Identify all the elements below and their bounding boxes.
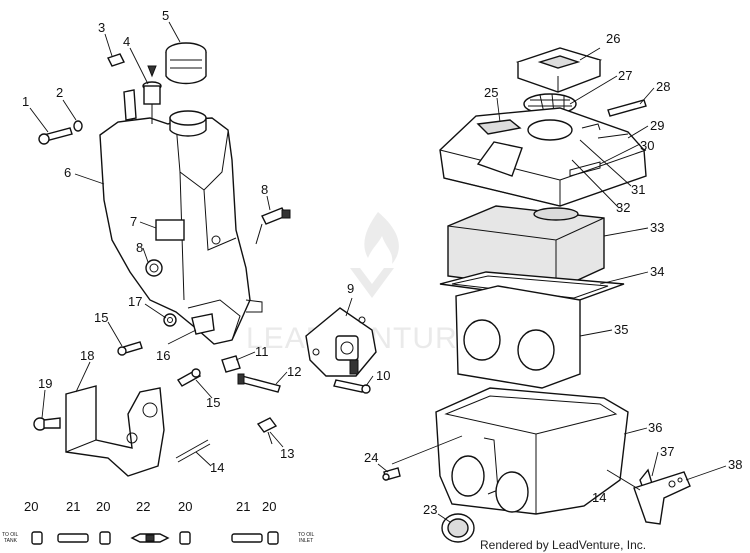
screw-15-upper: [117, 341, 143, 356]
hose-12: [237, 373, 281, 393]
tie-14-left: [175, 439, 211, 463]
callout-12: 12: [287, 364, 301, 379]
bracket-38: [633, 471, 691, 525]
label-to-oil-tank-line1: TO OIL: [2, 532, 19, 538]
bolt-and-washer: [38, 120, 83, 145]
callout-29: 29: [650, 118, 664, 133]
tank-bracket: [65, 385, 165, 477]
oil-tank: [99, 117, 263, 345]
callout-20-c: 20: [178, 499, 192, 514]
oil-gauge-stick: [142, 65, 162, 124]
callout-4: 4: [123, 34, 130, 49]
callout-17: 17: [128, 294, 142, 309]
callout-16: 16: [156, 348, 170, 363]
callout-15-lower: 15: [206, 395, 220, 410]
mount-bracket-small: [107, 53, 137, 121]
callout-20-a: 20: [24, 499, 38, 514]
callout-23: 23: [423, 502, 437, 517]
hose-parts-row: [31, 531, 279, 545]
drain-23: [441, 513, 475, 543]
callout-14-right: 14: [592, 490, 606, 505]
callout-20-b: 20: [96, 499, 110, 514]
screw-19: [33, 417, 61, 431]
callout-37: 37: [660, 444, 674, 459]
screw-10: [333, 379, 371, 394]
label-to-oil-tank-line2: TANK: [4, 538, 18, 544]
leader-lines: [29, 21, 727, 523]
fitting-11: [221, 355, 241, 373]
callout-22: 22: [136, 499, 150, 514]
callout-32: 32: [616, 200, 630, 215]
callout-38: 38: [728, 457, 742, 472]
callout-3: 3: [98, 20, 105, 35]
callout-27: 27: [618, 68, 632, 83]
callout-11: 11: [255, 344, 269, 359]
callout-6: 6: [64, 165, 71, 180]
callout-numbers: 1 2 3 4 5 6 7 8 8 9 10 11 12 13 14 14 15…: [22, 8, 742, 517]
callout-5: 5: [162, 8, 169, 23]
callout-9: 9: [347, 281, 354, 296]
label-to-oil-inlet-line2: INLET: [299, 538, 313, 544]
callout-35: 35: [614, 322, 628, 337]
callout-36: 36: [648, 420, 662, 435]
intake-boot-26: [515, 47, 603, 93]
screw-24: [382, 467, 401, 481]
oil-pump: [305, 307, 377, 377]
callout-28: 28: [656, 79, 670, 94]
callout-24: 24: [364, 450, 378, 465]
callout-15-upper: 15: [94, 310, 108, 325]
airbox-base: [435, 387, 629, 515]
callout-7: 7: [130, 214, 137, 229]
airbox-cover: [439, 107, 647, 207]
callout-18: 18: [80, 348, 94, 363]
grommet-17: [163, 313, 177, 327]
label-to-oil-inlet-line1: TO OIL: [298, 532, 315, 538]
callout-31: 31: [631, 182, 645, 197]
callout-13: 13: [280, 446, 294, 461]
callout-20-d: 20: [262, 499, 276, 514]
callout-1: 1: [22, 94, 29, 109]
callout-8-lower: 8: [136, 240, 143, 255]
hose-clamp-fitting: [255, 207, 291, 245]
plate-35: [455, 285, 581, 389]
strip-28: [607, 99, 647, 117]
callout-10: 10: [376, 368, 390, 383]
callout-2: 2: [56, 85, 63, 100]
callout-14-left: 14: [210, 460, 224, 475]
callout-8-upper: 8: [261, 182, 268, 197]
callout-19: 19: [38, 376, 52, 391]
screw-15-lower: [176, 368, 202, 387]
fill-cap: [165, 42, 207, 137]
render-credit: Rendered by LeadVenture, Inc.: [480, 538, 646, 552]
plate-16: [191, 313, 215, 335]
callout-34: 34: [650, 264, 664, 279]
fitting-13: [256, 417, 278, 445]
callout-30: 30: [640, 138, 654, 153]
callout-26: 26: [606, 31, 620, 46]
hose-destination-labels: TO OIL TANK TO OIL INLET: [2, 532, 315, 544]
callout-21-a: 21: [66, 499, 80, 514]
callout-21-b: 21: [236, 499, 250, 514]
callout-25: 25: [484, 85, 498, 100]
callout-33: 33: [650, 220, 664, 235]
